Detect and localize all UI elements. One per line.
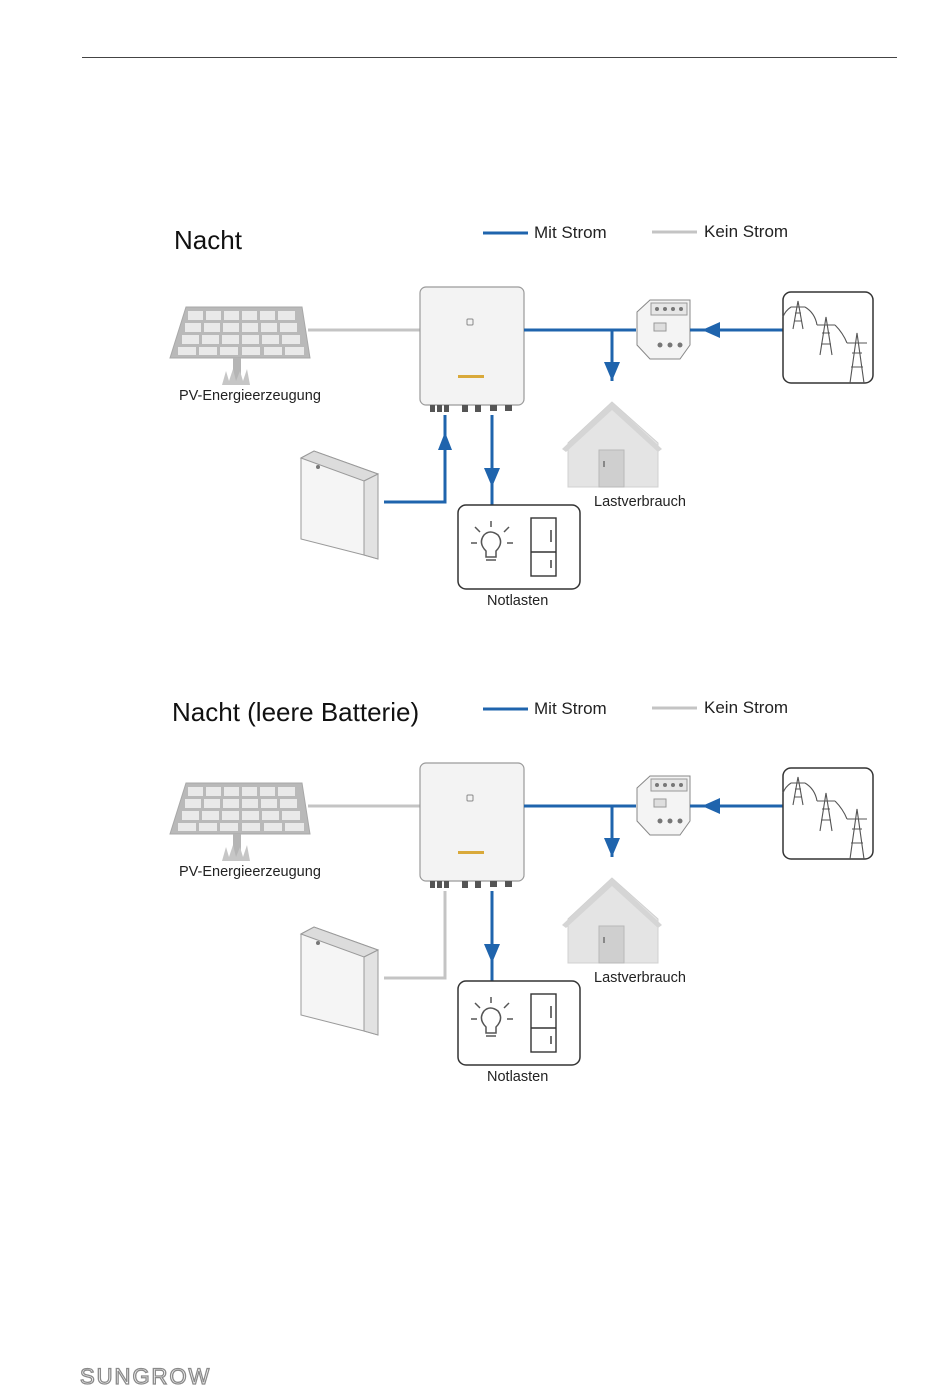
backup-load-icon [458,505,580,589]
pv-label: PV-Energieerzeugung [179,864,321,880]
house-label: Lastverbrauch [594,494,686,510]
diagram-night-empty-battery-graphic [0,681,950,1101]
battery-line [384,891,445,978]
backup-label: Notlasten [487,1069,548,1085]
legend-on-label: Mit Strom [534,223,607,243]
house-icon [562,878,662,963]
meter-icon [637,776,690,835]
solar-panel-icon [170,783,310,861]
grid-line-arrow [702,798,720,814]
battery-line-arrow [438,432,452,450]
house-line-arrow [604,838,620,857]
diagram-night: Nacht Mit Strom Kein Strom PV-Energieerz… [0,205,950,625]
diagram-title: Nacht (leere Batterie) [172,697,419,728]
diagram-night-graphic [0,205,950,625]
diagram-title: Nacht [174,225,242,256]
inverter-icon [420,287,524,412]
house-icon [562,402,662,487]
moon-icon [275,257,306,304]
diagram-night-empty-battery: Nacht (leere Batterie) Mit Strom Kein St… [0,681,950,1101]
battery-icon [301,927,378,1035]
house-line-arrow [604,362,620,381]
battery-line [384,415,445,502]
pv-label: PV-Energieerzeugung [179,388,321,404]
solar-panel-icon [170,307,310,385]
header-rule [82,57,897,58]
fridge-icon [531,518,556,576]
sungrow-logo: SUNGROW [80,1366,240,1388]
battery-icon [301,451,378,559]
meter-icon [637,300,690,359]
backup-line-arrow [484,468,500,487]
backup-load-icon [458,981,580,1065]
power-grid-icon [783,768,873,859]
brand-text: SUNGROW [80,1366,211,1388]
legend-off-label: Kein Strom [704,222,788,242]
backup-label: Notlasten [487,593,548,609]
backup-line-arrow [484,944,500,963]
legend-on-label: Mit Strom [534,699,607,719]
moon-icon [275,733,306,780]
grid-line-arrow [702,322,720,338]
house-label: Lastverbrauch [594,970,686,986]
power-grid-icon [783,292,873,383]
legend-off-label: Kein Strom [704,698,788,718]
fridge-icon [531,994,556,1052]
inverter-icon [420,763,524,888]
